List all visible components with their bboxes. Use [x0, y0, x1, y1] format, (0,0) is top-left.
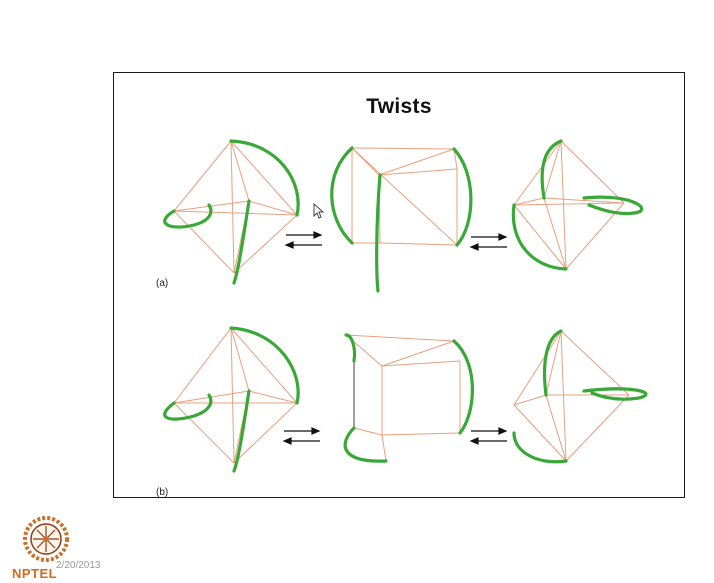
octahedron-b-right — [513, 330, 630, 462]
double-arrow-icon — [469, 233, 508, 251]
loop-b-right — [512, 329, 648, 464]
double-arrow-icon — [469, 427, 508, 445]
prism-b-middle — [345, 334, 461, 462]
panel-label-b: (b) — [156, 487, 169, 498]
mouse-pointer-icon — [313, 203, 325, 219]
twists-diagram — [163, 139, 648, 473]
panel-label-a: (a) — [156, 278, 169, 289]
octahedron-a-right — [513, 140, 625, 270]
loop-a-middle — [330, 146, 473, 293]
loop-b-middle — [343, 333, 474, 463]
slide-title: Twists — [366, 95, 432, 118]
slide-date: 2/20/2013 — [56, 560, 101, 571]
loop-a-right — [511, 139, 644, 271]
loop-b-left — [163, 326, 300, 473]
nptel-logo-text: NPTEL — [12, 566, 58, 581]
nptel-logo-icon — [23, 516, 69, 562]
loop-a-left — [163, 139, 300, 285]
prism-a-middle — [351, 147, 458, 246]
double-arrow-icon — [284, 231, 323, 249]
octahedron-b-left — [173, 327, 298, 464]
double-arrow-icon — [282, 427, 321, 445]
slide-frame: Twists — [113, 72, 685, 498]
